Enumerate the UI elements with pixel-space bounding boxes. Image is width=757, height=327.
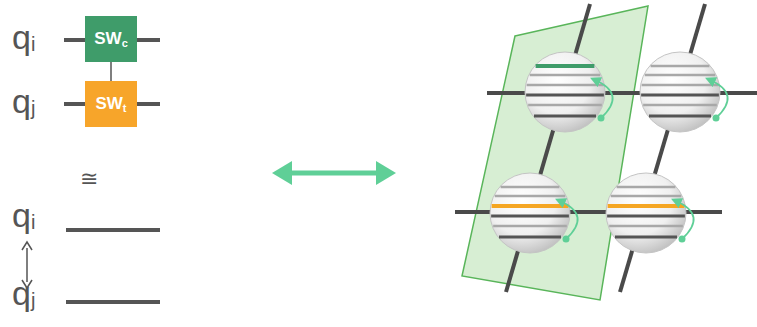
energy-level — [607, 215, 685, 218]
ion-sphere — [490, 173, 578, 253]
energy-level — [642, 84, 719, 87]
ion-body — [490, 173, 570, 253]
ion-sphere — [640, 52, 728, 132]
transition-arrow — [710, 80, 728, 118]
qubit-label: qj — [12, 84, 35, 118]
ion-body — [606, 173, 686, 253]
energy-level — [492, 204, 569, 208]
transition-arrow — [560, 201, 578, 239]
equivalence-symbol: ≅ — [80, 168, 98, 190]
arrow-head — [376, 161, 396, 185]
gate-label: SWt — [95, 95, 126, 114]
qubit-label: qi — [12, 198, 35, 232]
energy-level — [651, 65, 710, 68]
energy-level — [641, 94, 719, 97]
energy-level — [527, 84, 604, 87]
transition-arrow — [595, 80, 613, 118]
control-gate: SWc — [85, 16, 137, 62]
ion-pair-highlight — [462, 6, 648, 300]
energy-level — [608, 204, 685, 208]
energy-level — [617, 186, 676, 189]
energy-level — [611, 195, 681, 198]
energy-level — [649, 115, 711, 118]
energy-level — [526, 94, 604, 97]
qubit-wire — [66, 228, 160, 232]
energy-level — [499, 236, 561, 239]
ion-body — [525, 52, 605, 132]
energy-level — [645, 74, 715, 77]
energy-level — [528, 104, 602, 107]
energy-level — [530, 74, 600, 77]
energy-level — [536, 64, 595, 68]
transition-arrow — [676, 201, 694, 239]
target-gate: SWt — [85, 81, 137, 127]
qubit-label: qi — [12, 20, 35, 54]
energy-level — [534, 115, 596, 118]
ion-sphere — [606, 173, 694, 253]
qubit-label: qj — [12, 276, 35, 310]
arrow-head — [22, 242, 32, 250]
ion-sphere — [525, 52, 613, 132]
energy-level — [615, 236, 677, 239]
equivalence-arrow — [286, 171, 382, 176]
gate-label: SWc — [94, 30, 128, 49]
control-link — [110, 62, 112, 81]
energy-level — [491, 215, 569, 218]
ion-body — [640, 52, 720, 132]
energy-level — [501, 186, 560, 189]
arrow-head — [272, 161, 292, 185]
energy-level — [495, 195, 565, 198]
qubit-wire — [66, 300, 160, 304]
energy-level — [643, 104, 717, 107]
energy-level — [609, 225, 683, 228]
energy-level — [493, 225, 567, 228]
